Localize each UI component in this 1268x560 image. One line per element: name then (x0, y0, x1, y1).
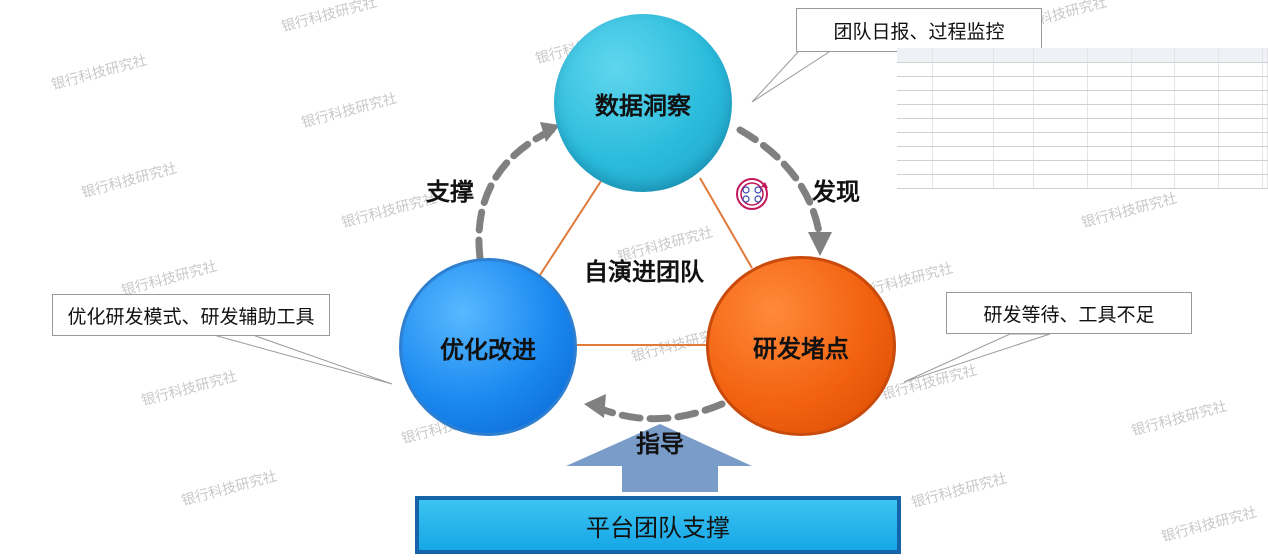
edge-label-support: 支撑 (426, 178, 474, 206)
node-data-insight-label: 数据洞察 (595, 91, 691, 120)
triangle-edge-top-left (539, 177, 604, 276)
callout-top-text: 团队日报、过程监控 (833, 20, 1005, 43)
triangle-edge-top-right (699, 177, 753, 269)
callout-left: 优化研发模式、研发辅助工具 (52, 294, 330, 336)
report-table (897, 48, 1268, 189)
callout-right: 研发等待、工具不足 (946, 292, 1192, 334)
callout-top: 团队日报、过程监控 (796, 8, 1042, 52)
platform-team-label: 平台团队支撑 (586, 513, 730, 542)
edge-label-discover: 发现 (812, 178, 860, 206)
report-table-thumbnail (897, 48, 1268, 190)
node-optimization: 优化改进 (399, 258, 577, 436)
arrow-guide (600, 400, 726, 423)
arrow-discover (736, 126, 824, 242)
edge-label-guide: 指导 (636, 430, 684, 458)
node-data-insight: 数据洞察 (554, 14, 732, 192)
node-dev-blocker: 研发堵点 (706, 256, 896, 436)
center-label: 自演进团队 (584, 258, 704, 286)
callout-pointer-left (209, 333, 393, 385)
arrow-discover-head (808, 232, 832, 256)
callout-pointer-top (751, 49, 834, 103)
arrow-guide-head (584, 394, 606, 418)
node-dev-blocker-label: 研发堵点 (753, 334, 849, 363)
callout-pointer-right (903, 333, 1051, 383)
cycle-icon (736, 178, 768, 210)
node-optimization-label: 优化改进 (440, 335, 536, 364)
callout-right-text: 研发等待、工具不足 (983, 303, 1155, 326)
arrow-support (475, 126, 556, 262)
platform-team-bar: 平台团队支撑 (415, 496, 901, 554)
platform-up-arrow (566, 424, 752, 492)
callout-left-text: 优化研发模式、研发辅助工具 (67, 305, 315, 328)
arrow-support-head (540, 122, 560, 142)
